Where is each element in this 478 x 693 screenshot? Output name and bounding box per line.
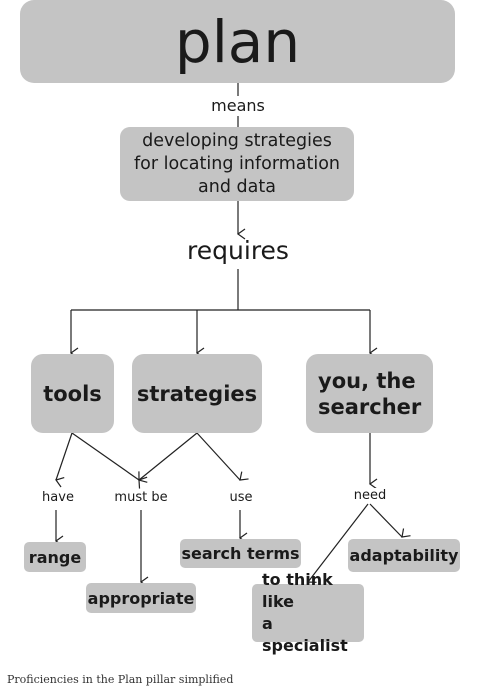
search-terms-box: search terms — [180, 539, 301, 568]
have-label: have — [38, 490, 78, 505]
requires-label: requires — [187, 236, 289, 265]
specialist-box: to think like a specialist — [252, 570, 364, 655]
need-to-specialist-arrow — [307, 503, 369, 591]
figure-caption: Proficiencies in the Plan pillar simplif… — [7, 673, 234, 686]
use-label: use — [224, 490, 258, 505]
range-box: range — [24, 542, 86, 572]
strategies-box: strategies — [132, 354, 262, 433]
means-label: means — [198, 96, 278, 115]
tools-box: tools — [31, 354, 114, 433]
strategies-to-use-arrow — [196, 432, 249, 481]
need-to-adaptability-arrow — [369, 503, 411, 538]
tools-to-have-arrow — [55, 432, 73, 488]
strategy-definition-box: developing strategies for locating infor… — [120, 127, 354, 201]
must-be-label: must be — [112, 490, 170, 505]
plan-title-box: plan — [20, 0, 455, 83]
tools-to-mustbe-arrow — [71, 432, 148, 481]
appropriate-box: appropriate — [86, 583, 196, 613]
connector-lines — [54, 83, 411, 591]
adaptability-box: adaptability — [348, 539, 460, 572]
need-label: need — [351, 488, 389, 503]
plan-diagram: plan means developing strategies for loc… — [20, 0, 460, 655]
strategies-to-mustbe-arrow — [138, 432, 198, 489]
searcher-box: you, the searcher — [306, 354, 433, 433]
